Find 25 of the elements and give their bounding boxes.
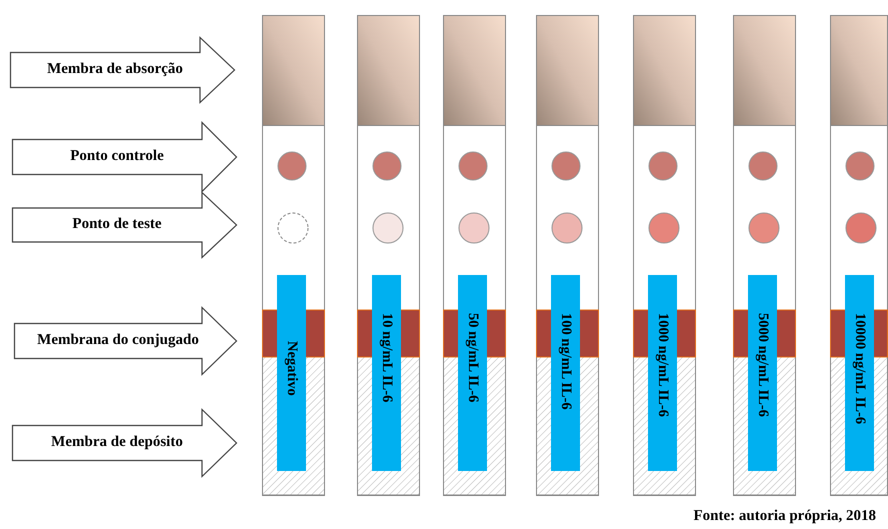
source-caption: Fonte: autoria própria, 2018 — [694, 508, 876, 525]
sample-label: Negativo — [283, 341, 301, 398]
sample-label: 10 ng/mL IL-6 — [378, 313, 396, 404]
sample-label-strip — [748, 275, 777, 471]
sample-label: 50 ng/mL IL-6 — [464, 313, 482, 404]
pointer-label-shape — [12, 192, 237, 258]
pointer-label-shape — [10, 37, 235, 103]
pointer-label-shape — [12, 409, 237, 477]
arrow-text: Ponto controle — [69, 148, 165, 165]
arrow-text: Ponto de teste — [71, 216, 163, 233]
sample-label-strip — [648, 275, 677, 471]
sample-label-strip — [845, 275, 874, 471]
sample-label-strip — [372, 275, 401, 471]
sample-label: 1000 ng/mL IL-6 — [654, 313, 672, 419]
sample-label-strip — [551, 275, 580, 471]
arrow-text: Membra de absorção — [46, 61, 184, 78]
sample-label: 5000 ng/mL IL-6 — [754, 313, 772, 419]
pointer-label-shape — [14, 307, 237, 375]
sample-label-strip — [458, 275, 487, 471]
sample-label-strip — [277, 275, 306, 471]
sample-label: 100 ng/mL IL-6 — [557, 313, 575, 412]
arrow-text: Membrana do conjugado — [36, 332, 200, 349]
sample-label: 10000 ng/mL IL-6 — [851, 313, 869, 426]
pointer-label-shape — [12, 122, 237, 192]
arrow-text: Membra de depósito — [50, 434, 184, 451]
